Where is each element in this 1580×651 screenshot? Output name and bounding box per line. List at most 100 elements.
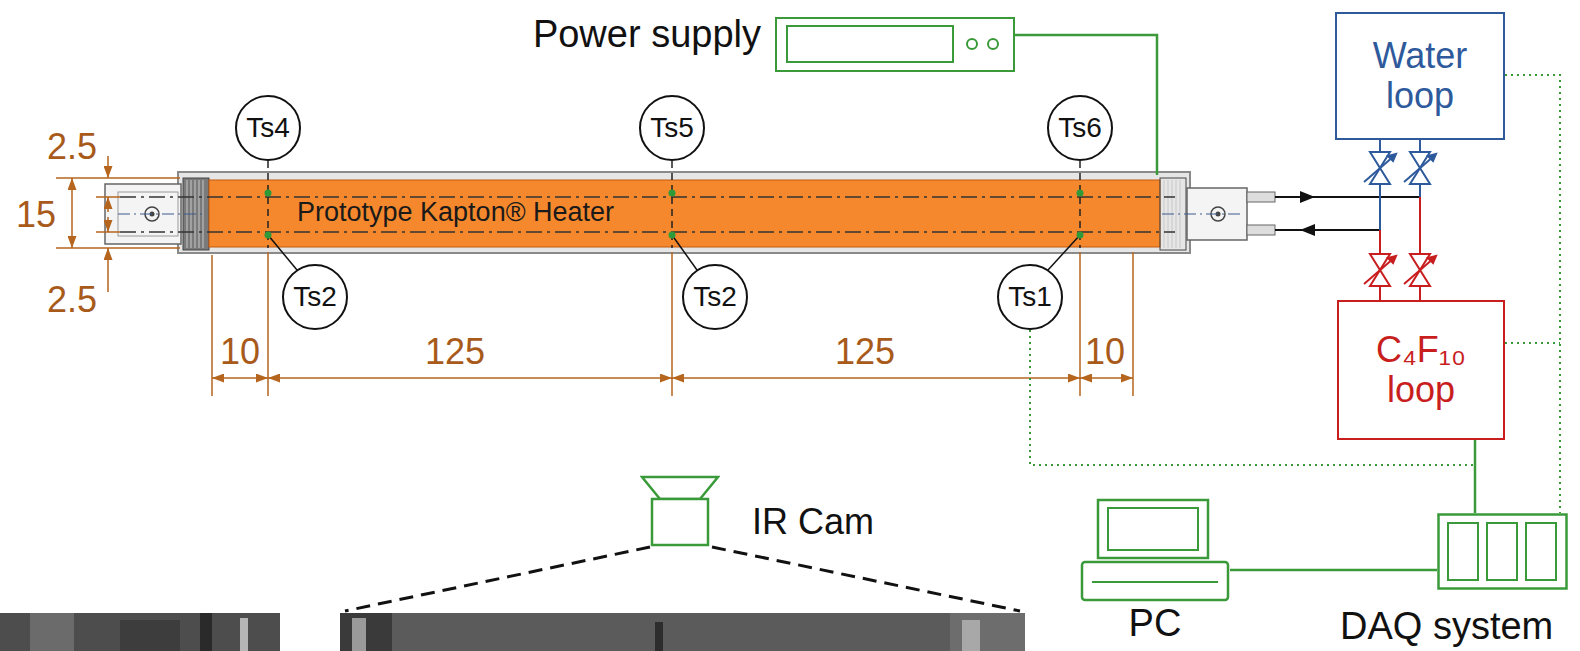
sensor-callout: Ts2 <box>282 264 348 330</box>
dimension-label-holder: 125 <box>835 334 895 370</box>
photo-left-part <box>30 613 74 651</box>
heater-assembly-drawing-part-part <box>669 232 676 239</box>
water-valves-part <box>1404 156 1434 182</box>
heater-assembly-drawing-part <box>120 197 1175 232</box>
dimension-label: 2.5 <box>47 282 97 318</box>
heater-assembly-drawing-part-part <box>268 235 297 270</box>
dimension-lines <box>56 156 1133 396</box>
water-valves <box>1364 152 1436 184</box>
heater-assembly-drawing-part-part <box>265 190 272 197</box>
connector-line <box>1275 140 1420 197</box>
photo-left <box>0 613 280 651</box>
refrigerant-valves-part <box>1364 258 1394 284</box>
heater-assembly-drawing <box>105 161 1275 270</box>
dimension-label: 15 <box>16 197 56 233</box>
heater-assembly-drawing-part-part <box>1077 232 1084 239</box>
photo-left-part <box>120 620 180 651</box>
dimension-lines-part <box>267 252 269 396</box>
photo-ir-view <box>340 613 1025 651</box>
flow-arrows-part <box>1300 191 1315 203</box>
c4f10-loop-box-label: C₄F₁₀ loop <box>1347 330 1495 411</box>
sensor-callout: Ts2 <box>682 264 748 330</box>
pc-computer-icon-part <box>1098 500 1208 558</box>
pc-computer-icon-part <box>1092 581 1218 583</box>
pc-computer-icon-part <box>1082 562 1228 600</box>
dimension-label-holder: 2.5 <box>47 129 97 165</box>
dimension-lines-part <box>268 377 672 379</box>
refrigerant-valves-part <box>1404 258 1434 284</box>
heater-assembly-drawing-part-part <box>120 196 1175 198</box>
sensor-callout-label: Ts4 <box>246 112 290 143</box>
dimension-label-holder: 15 <box>16 197 56 233</box>
pc-computer: PC <box>1080 498 1230 602</box>
connector-line <box>1015 35 1157 175</box>
connector-line <box>1505 75 1560 513</box>
dimension-label-holder: 10 <box>1085 334 1125 370</box>
heater-assembly-drawing-part-part <box>1162 214 1244 215</box>
heater-assembly-drawing-part-part <box>672 235 697 270</box>
dimension-lines-part <box>107 217 109 232</box>
dimension-lines-part <box>1080 377 1133 379</box>
heater-assembly-label: Prototype Kapton® Heater <box>293 198 618 226</box>
daq-system-icon-part <box>1526 523 1556 580</box>
pc-computer-label: PC <box>1129 602 1182 646</box>
daq-system: DAQ system <box>1437 513 1568 590</box>
refrigerant-valves-part <box>1428 256 1436 263</box>
photo-ir-view-part <box>340 613 392 651</box>
dimension-label: 125 <box>425 334 485 370</box>
pc-computer-icon <box>1080 498 1230 602</box>
power-supply: Power supply <box>775 17 1015 72</box>
sensor-callout: Ts1 <box>997 264 1063 330</box>
sensor-callout: Ts4 <box>235 95 301 161</box>
power-supply-icon <box>775 17 1015 72</box>
dimension-label-holder: 10 <box>220 334 260 370</box>
camera-view-lines <box>345 547 1020 611</box>
photo-ir-view-part <box>655 622 663 651</box>
water-loop-box: Water loop <box>1335 12 1505 140</box>
dimension-lines-part <box>1079 252 1081 396</box>
heater-assembly-drawing-part-part <box>1176 180 1177 248</box>
dimension-label: 10 <box>1085 334 1125 370</box>
power-supply-icon-part <box>787 26 953 62</box>
c4f10-loop-box: C₄F₁₀ loop <box>1337 300 1505 440</box>
heater-assembly-drawing-part-part <box>265 232 272 239</box>
heater-assembly-drawing-part <box>265 190 1084 239</box>
heater-assembly-drawing-part <box>118 214 1244 215</box>
pc-computer-icon-part <box>1108 508 1198 550</box>
power-supply-label: Power supply <box>533 13 761 57</box>
signal-line-stub <box>1505 342 1560 344</box>
photo-ir-view-part <box>352 618 366 651</box>
dimension-label: 2.5 <box>47 129 97 165</box>
daq-system-icon-part <box>1439 515 1567 589</box>
photo-left-part <box>240 618 248 651</box>
dimension-label-holder: 2.5 <box>47 282 97 318</box>
daq-system-icon <box>1437 513 1568 590</box>
ir-camera-label: IR Cam <box>752 501 874 542</box>
sensor-callout: Ts5 <box>639 95 705 161</box>
photo-left-part <box>200 613 212 651</box>
photo-ir-view-part <box>962 620 980 651</box>
heater-assembly-drawing-part <box>1247 192 1275 202</box>
dimension-label: 10 <box>220 334 260 370</box>
heater-assembly-drawing-part <box>209 180 1160 247</box>
ir-camera: IR Cam <box>640 475 720 547</box>
heater-assembly-drawing-part <box>268 161 1080 248</box>
sensor-callout-label: Ts1 <box>1008 281 1052 312</box>
camera-view-lines-part <box>712 547 1020 611</box>
connector-line <box>1474 440 1477 513</box>
ir-camera-icon-part <box>652 499 708 545</box>
sensor-callout-label: Ts5 <box>650 112 694 143</box>
refrigerant-valves <box>1364 254 1436 286</box>
heater-assembly-drawing-part-part <box>203 180 204 248</box>
dimension-lines-part <box>1132 252 1134 396</box>
power-supply-icon-part <box>967 39 977 49</box>
dimension-label-holder: 125 <box>425 334 485 370</box>
heater-assembly-drawing-part-part <box>120 231 1175 233</box>
photo-ir-view-part <box>950 613 1025 651</box>
heater-assembly-drawing-part <box>268 235 1080 270</box>
dimension-lines-part <box>56 177 180 179</box>
dimension-lines-part <box>56 247 180 249</box>
photo-ir-view-part <box>340 613 1025 651</box>
dimension-lines-part <box>212 377 268 379</box>
